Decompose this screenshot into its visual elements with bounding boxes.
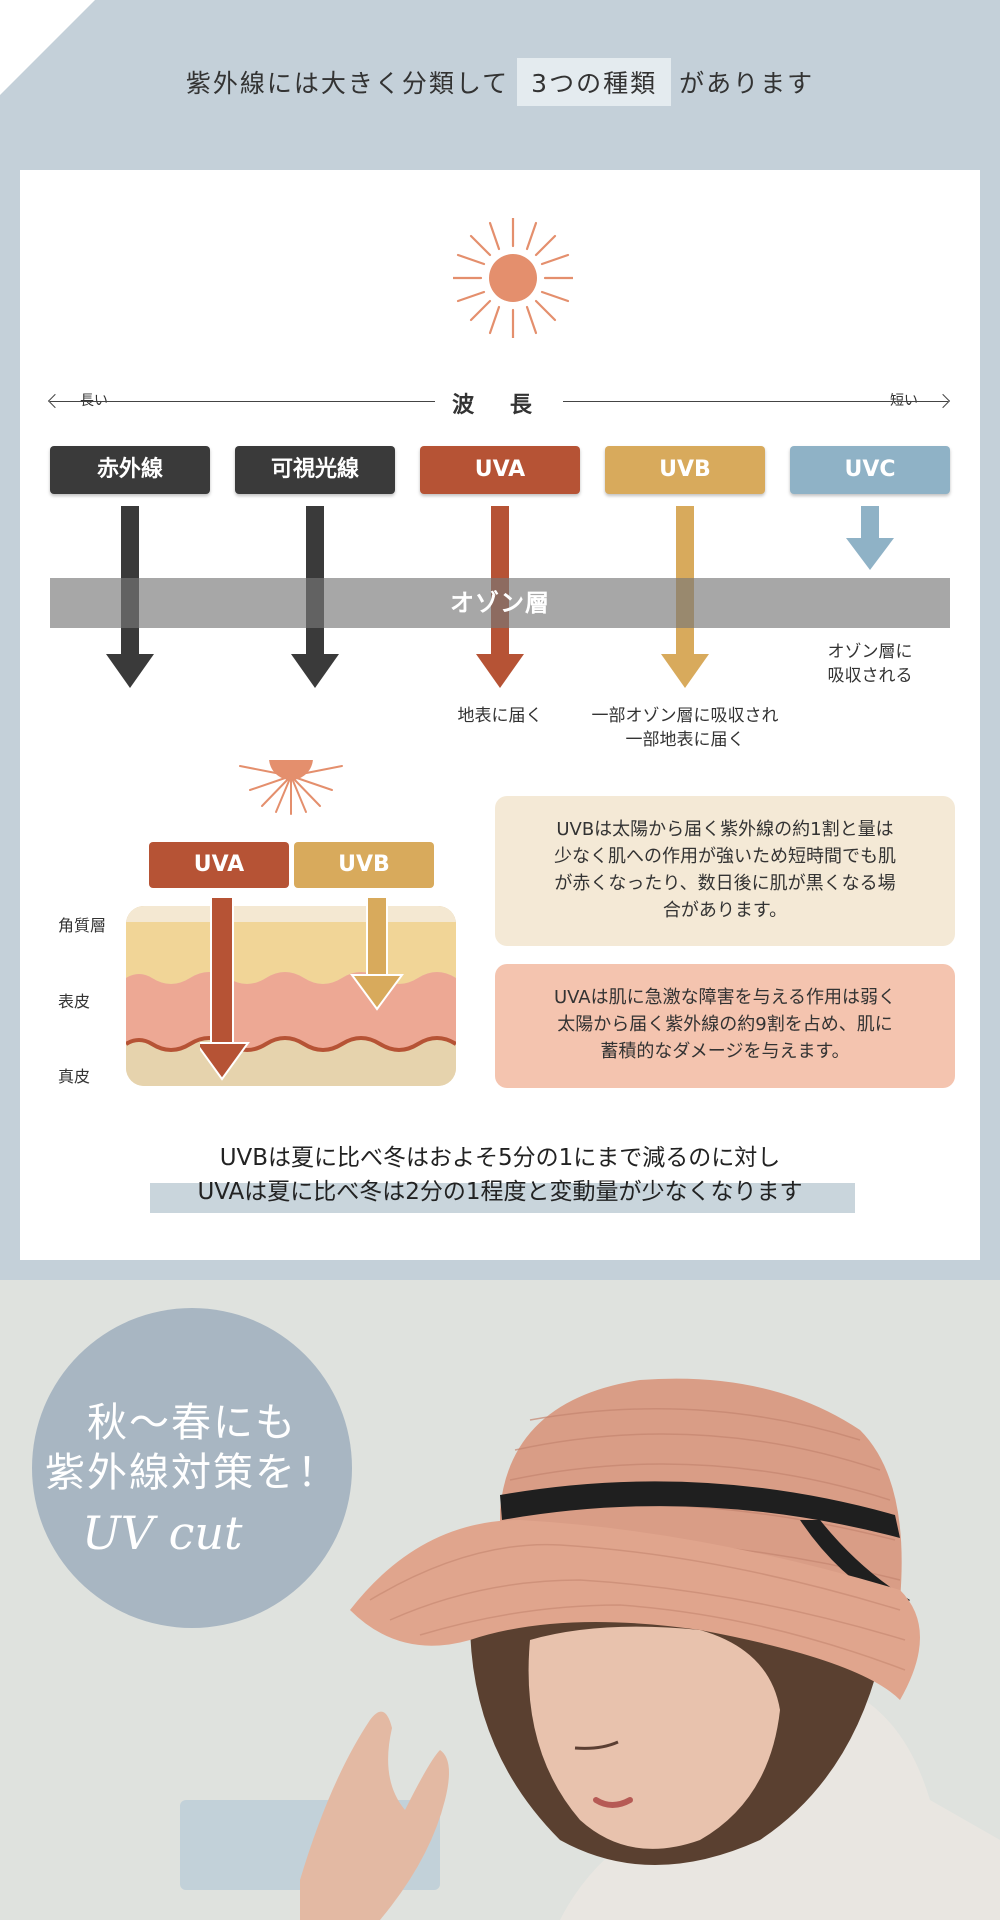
skin-uvb-label: UVB xyxy=(294,842,434,888)
uva-note-text: 地表に届く xyxy=(457,706,543,726)
corner-decoration xyxy=(0,0,95,95)
uvb-note: 一部オゾン層に吸収され 一部地表に届く xyxy=(570,704,800,752)
band-uvb: UVB xyxy=(605,446,765,494)
header-pre: 紫外線には大きく分類して xyxy=(185,69,510,98)
arrow-uvc xyxy=(846,506,894,570)
band-uva: UVA xyxy=(420,446,580,494)
badge-line2: 紫外線対策を！ xyxy=(45,1450,339,1496)
layer-stratum-corneum: 角質層 xyxy=(58,916,107,935)
summary-line1: UVBは夏に比べ冬はおよそ5分の1にまで減るのに対し xyxy=(219,1145,781,1171)
uva-info-line3: 蓄積的なダメージを与えます。 xyxy=(600,1041,850,1062)
ozone-layer: オゾン層 xyxy=(50,578,950,628)
uva-info-line1: UVAは肌に急激な障害を与える作用は弱く xyxy=(553,987,897,1008)
skin-uvb-arrow xyxy=(350,897,404,1011)
uva-note: 地表に届く xyxy=(440,704,560,728)
axis-line-right xyxy=(563,401,948,402)
uvb-info-line4: 合があります。 xyxy=(662,900,788,921)
band-infrared: 赤外線 xyxy=(50,446,210,494)
summary-highlight xyxy=(150,1183,855,1213)
wavelength-title: 波 長 xyxy=(452,393,546,418)
sun-icon xyxy=(453,218,573,338)
badge-line1: 秋〜春にも xyxy=(87,1400,297,1446)
band-visible: 可視光線 xyxy=(235,446,395,494)
uva-info-box: UVAは肌に急激な障害を与える作用は弱く 太陽から届く紫外線の約9割を占め、肌に… xyxy=(495,964,955,1088)
wavelength-axis: 波 長 xyxy=(47,387,951,418)
layer-epidermis: 表皮 xyxy=(58,992,91,1011)
small-sun-icon xyxy=(239,756,343,815)
uvb-info-box: UVBは太陽から届く紫外線の約1割と量は 少なく肌への作用が強いため短時間でも肌… xyxy=(495,796,955,946)
uvb-info-line3: が赤くなったり、数日後に肌が黒くなる場 xyxy=(554,873,896,894)
uvc-note-line2: 吸収される xyxy=(827,666,913,686)
axis-line-left xyxy=(50,401,435,402)
summary-line2: UVAは夏に比べ冬は2分の1程度と変動量が少なくなります xyxy=(197,1179,803,1205)
band-uvc: UVC xyxy=(790,446,950,494)
badge-script: UV cut xyxy=(82,1506,243,1560)
uv-cut-badge: 秋〜春にも 紫外線対策を！ UV cut xyxy=(32,1308,352,1628)
skin-uva-arrow xyxy=(200,897,250,1081)
uvc-note-line1: オゾン層に xyxy=(827,642,913,662)
skin-uva-label: UVA xyxy=(149,842,289,888)
uvc-note: オゾン層に 吸収される xyxy=(800,640,940,688)
header-highlight: 3つの種類 xyxy=(517,58,672,106)
skin-ray-arrows xyxy=(200,897,404,1081)
uv-infographic-card: 長い 短い 波 長 赤外線 可視光線 UVA UVB UVC xyxy=(20,170,980,1260)
header-post: があります xyxy=(679,69,815,98)
layer-dermis: 真皮 xyxy=(58,1067,91,1086)
uvb-note-line1: 一部オゾン層に吸収され xyxy=(591,706,779,726)
uvb-info-line1: UVBは太陽から届く紫外線の約1割と量は xyxy=(556,819,894,840)
uvb-note-line2: 一部地表に届く xyxy=(625,730,745,750)
uvb-info-line2: 少なく肌への作用が強いため短時間でも肌 xyxy=(554,846,896,867)
uva-info-line2: 太陽から届く紫外線の約9割を占め、肌に xyxy=(557,1014,893,1035)
